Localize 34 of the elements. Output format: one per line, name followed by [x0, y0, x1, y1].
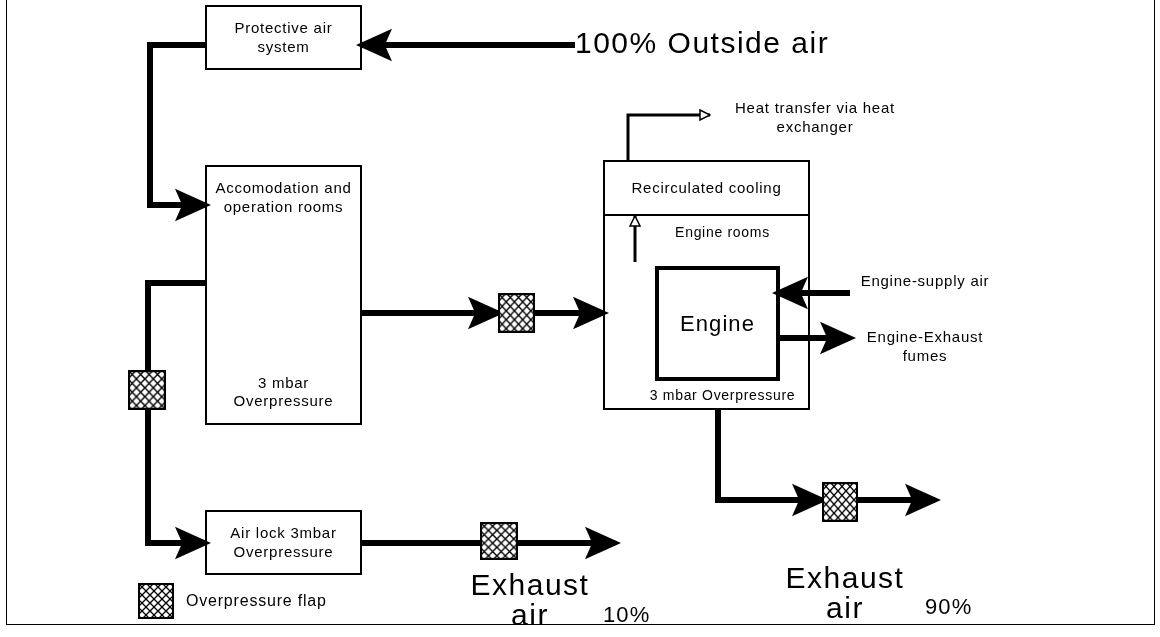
- flow-arrow: [518, 526, 621, 560]
- node-text: Engine-Exhaust fumes: [865, 328, 985, 366]
- engine-room-box: [603, 214, 810, 410]
- flow-arrow: [778, 321, 856, 355]
- flow-arrow: [147, 42, 211, 222]
- flow-arrow: [356, 28, 575, 62]
- node-text: Engine: [679, 309, 756, 338]
- node-text: Air lock 3mbar Overpressure: [229, 523, 338, 562]
- node-text: Accomodation and operation rooms: [215, 179, 352, 217]
- flow-arrow: [145, 410, 211, 560]
- node-text: Recirculated cooling: [631, 178, 782, 198]
- flow-arrow: [626, 109, 711, 160]
- room-box: [205, 165, 362, 425]
- legend-text: Overpressure flap: [186, 591, 327, 611]
- flow-arrow: [629, 215, 641, 262]
- flow-label: 10%: [603, 601, 652, 629]
- flow-arrow: [772, 276, 850, 310]
- flow-label: 90%: [925, 593, 974, 621]
- node-text: 3 mbar Overpressure: [649, 386, 796, 404]
- flow-label: Exhaust air: [784, 563, 906, 623]
- node-text: Engine-supply air: [860, 271, 990, 291]
- node-text: Protective air system: [233, 18, 334, 57]
- flow-arrow: [535, 296, 609, 330]
- duct-line: [362, 540, 480, 546]
- duct-line: [145, 280, 205, 370]
- node-text: Heat transfer via heat exchanger: [734, 98, 896, 137]
- process-box: [205, 5, 362, 70]
- engine-box: [655, 266, 780, 381]
- cooling-box: [603, 160, 810, 216]
- node-text: Engine rooms: [675, 224, 770, 242]
- flow-arrow: [858, 483, 941, 517]
- node-text: 100% Outside air: [575, 25, 830, 62]
- node-text: 3 mbar Overpressure: [232, 373, 335, 411]
- airlock-box: [205, 510, 362, 575]
